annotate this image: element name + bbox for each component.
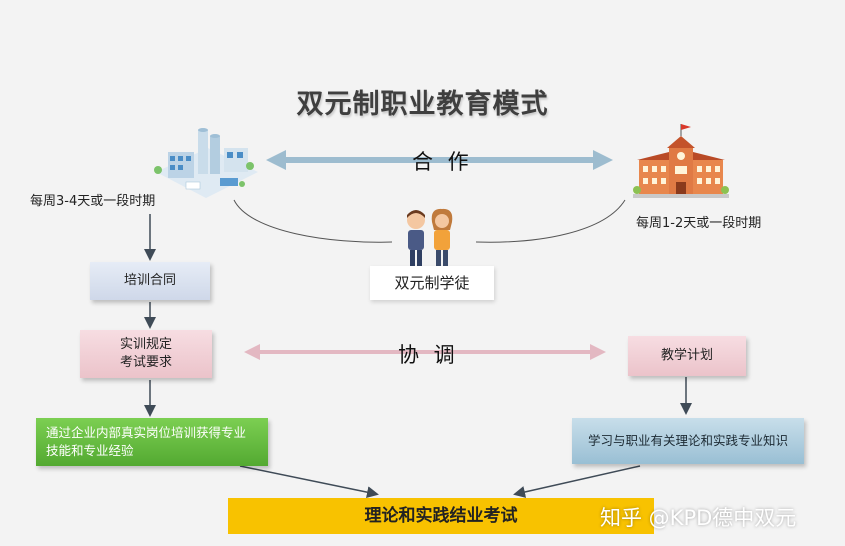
arrow-to-exam-right	[513, 465, 641, 498]
coordination-arrow	[244, 344, 606, 360]
apprentice-box: 双元制学徒	[370, 266, 494, 300]
training-rules-box: 实训规定 考试要求	[80, 330, 212, 378]
arrow-to-exam-left	[239, 465, 379, 499]
page-title: 双元制职业教育模式	[296, 89, 549, 120]
watermark: 知乎 @KPD德中双元	[600, 506, 797, 530]
cooperation-label: 合 作	[412, 150, 473, 174]
right-period-label: 每周1-2天或一段时期	[636, 216, 762, 231]
left-period-label: 每周3-4天或一段时期	[30, 194, 156, 209]
teaching-plan-box: 教学计划	[628, 336, 746, 376]
factory-icon	[154, 128, 258, 198]
school-learning-box: 学习与职业有关理论和实践专业知识	[572, 418, 804, 464]
school-icon	[633, 124, 729, 198]
training-contract-box: 培训合同	[90, 262, 210, 300]
final-exam-box: 理论和实践结业考试	[228, 498, 654, 534]
cooperation-arrow	[266, 150, 613, 170]
right-arc	[475, 199, 626, 243]
students-icon	[407, 208, 453, 266]
left-arc	[233, 199, 393, 243]
coordination-label: 协 调	[398, 343, 459, 367]
company-training-box: 通过企业内部真实岗位培训获得专业技能和专业经验	[36, 418, 268, 466]
